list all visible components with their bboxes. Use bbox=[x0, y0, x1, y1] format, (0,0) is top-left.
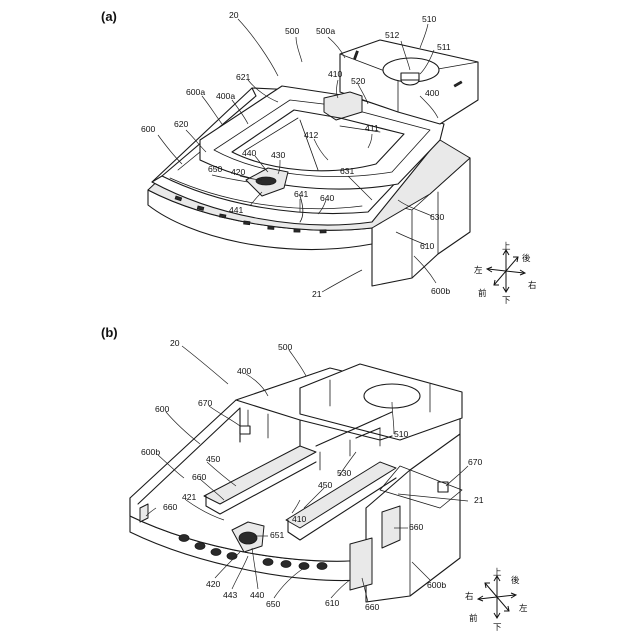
dir-a-front: 前 bbox=[478, 288, 487, 299]
dir-b-back: 後 bbox=[511, 575, 520, 586]
label-b-500: 500 bbox=[278, 342, 293, 352]
panel-b: (b) bbox=[101, 325, 528, 633]
label-b-670a: 670 bbox=[198, 398, 213, 408]
label-a-500a: 500a bbox=[316, 26, 335, 36]
label-b-660a: 660 bbox=[192, 472, 207, 482]
label-b-20: 20 bbox=[170, 338, 180, 348]
label-a-500: 500 bbox=[285, 26, 300, 36]
label-a-21: 21 bbox=[312, 289, 322, 299]
label-a-440: 440 bbox=[242, 148, 257, 158]
label-a-511: 511 bbox=[437, 42, 451, 52]
label-a-520: 520 bbox=[351, 76, 366, 86]
dir-a-right: 右 bbox=[528, 280, 537, 291]
label-a-512: 512 bbox=[385, 30, 400, 40]
label-b-660b: 660 bbox=[163, 502, 178, 512]
panel-a-label: (a) bbox=[101, 9, 117, 24]
label-a-650: 650 bbox=[208, 164, 223, 174]
label-a-400a: 400a bbox=[216, 91, 235, 101]
label-b-660d: 660 bbox=[365, 602, 380, 612]
label-b-450b: 450 bbox=[318, 480, 333, 490]
label-a-640: 640 bbox=[320, 193, 335, 203]
label-a-631: 631 bbox=[340, 166, 355, 176]
label-b-410: 410 bbox=[292, 514, 307, 524]
label-b-600b-2: 600b bbox=[427, 580, 446, 590]
label-a-621: 621 bbox=[236, 72, 251, 82]
label-b-421: 421 bbox=[182, 492, 197, 502]
dir-b-front: 前 bbox=[469, 613, 478, 624]
label-b-450a: 450 bbox=[206, 454, 221, 464]
label-a-410: 410 bbox=[328, 69, 343, 79]
label-b-600b: 600b bbox=[141, 447, 160, 457]
dir-a-back: 後 bbox=[522, 253, 531, 264]
label-b-660c: 660 bbox=[409, 522, 424, 532]
label-a-641: 641 bbox=[294, 189, 309, 199]
panel-b-drawing bbox=[130, 364, 462, 602]
label-a-20: 20 bbox=[229, 10, 239, 20]
dir-b-right: 右 bbox=[465, 591, 474, 602]
label-a-420: 420 bbox=[231, 167, 246, 177]
label-a-600b: 600b bbox=[431, 286, 450, 296]
label-b-670b: 670 bbox=[468, 457, 483, 467]
label-a-411: 411 bbox=[365, 123, 379, 133]
direction-indicator-b: 上 後 右 左 前 下 bbox=[465, 568, 528, 633]
label-a-600: 600 bbox=[141, 124, 156, 134]
label-a-412: 412 bbox=[304, 130, 319, 140]
label-b-443: 443 bbox=[223, 590, 238, 600]
label-a-610: 610 bbox=[420, 241, 435, 251]
label-a-510: 510 bbox=[422, 14, 437, 24]
label-b-510: 510 bbox=[394, 429, 409, 439]
dir-b-left: 左 bbox=[519, 603, 528, 614]
label-b-440: 440 bbox=[250, 590, 265, 600]
label-a-430: 430 bbox=[271, 150, 286, 160]
dir-b-up: 上 bbox=[493, 568, 502, 578]
label-b-420: 420 bbox=[206, 579, 221, 589]
label-b-651: 651 bbox=[270, 530, 285, 540]
label-a-441: 441 bbox=[229, 205, 244, 215]
label-a-600a: 600a bbox=[186, 87, 205, 97]
label-b-530: 530 bbox=[337, 468, 352, 478]
label-b-650: 650 bbox=[266, 599, 281, 609]
label-a-630: 630 bbox=[430, 212, 445, 222]
label-b-21: 21 bbox=[474, 495, 484, 505]
label-a-400: 400 bbox=[425, 88, 440, 98]
label-b-600: 600 bbox=[155, 404, 170, 414]
label-b-610: 610 bbox=[325, 598, 340, 608]
direction-indicator-a: 上 後 左 右 前 下 bbox=[474, 242, 537, 306]
label-b-400: 400 bbox=[237, 366, 252, 376]
dir-a-up: 上 bbox=[502, 242, 511, 252]
dir-b-down: 下 bbox=[493, 623, 502, 633]
panel-a: (a) bbox=[101, 9, 537, 306]
dir-a-down: 下 bbox=[502, 296, 511, 306]
panel-b-label: (b) bbox=[101, 325, 118, 340]
dir-a-left: 左 bbox=[474, 265, 483, 276]
label-a-620: 620 bbox=[174, 119, 189, 129]
